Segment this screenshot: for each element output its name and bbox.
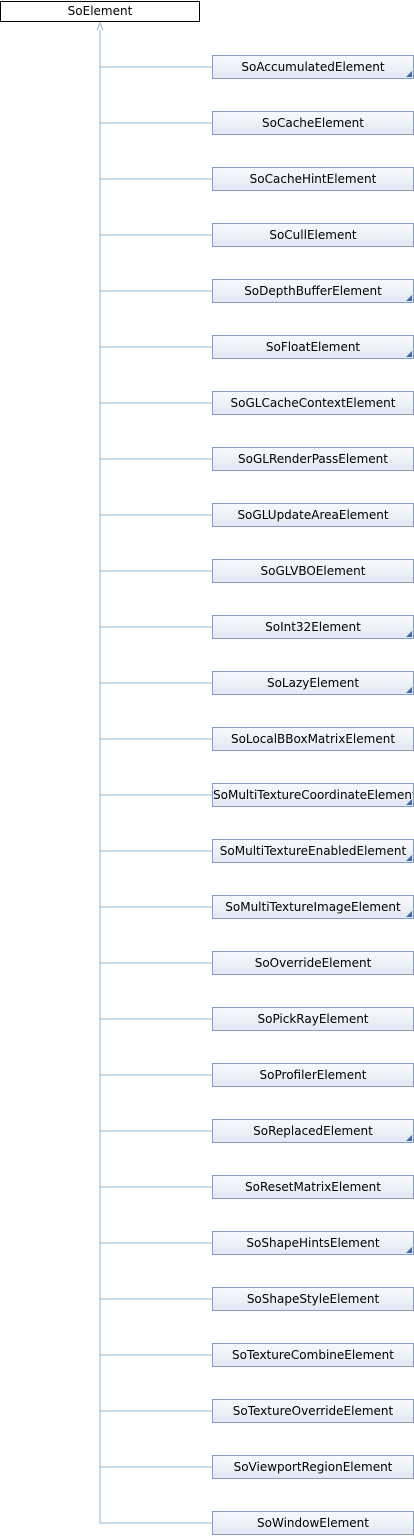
class-node-so-cache-element[interactable]: SoCacheElement (212, 111, 414, 135)
class-node-so-window-element[interactable]: SoWindowElement (212, 1511, 414, 1535)
class-node-label: SoCacheHintElement (249, 172, 377, 186)
class-node-so-float-element[interactable]: SoFloatElement (212, 335, 414, 359)
expand-corner-icon (406, 351, 412, 357)
class-node-label: SoAccumulatedElement (241, 60, 385, 74)
expand-corner-icon (406, 71, 412, 77)
class-node-so-multi-texture-image-element[interactable]: SoMultiTextureImageElement (212, 895, 414, 919)
class-node-so-multi-texture-enabled-element[interactable]: SoMultiTextureEnabledElement (212, 839, 414, 863)
class-node-so-reset-matrix-element[interactable]: SoResetMatrixElement (212, 1175, 414, 1199)
class-node-label: SoGLUpdateAreaElement (237, 508, 389, 522)
expand-corner-icon (406, 911, 412, 917)
class-node-so-int32-element[interactable]: SoInt32Element (212, 615, 414, 639)
class-node-so-viewport-region-element[interactable]: SoViewportRegionElement (212, 1455, 414, 1479)
class-node-so-glvboelement[interactable]: SoGLVBOElement (212, 559, 414, 583)
expand-corner-icon (406, 295, 412, 301)
class-node-so-accumulated-element[interactable]: SoAccumulatedElement (212, 55, 414, 79)
class-node-label: SoCacheElement (262, 116, 364, 130)
class-node-so-replaced-element[interactable]: SoReplacedElement (212, 1119, 414, 1143)
class-node-label: SoTextureOverrideElement (232, 1404, 394, 1418)
expand-corner-icon (406, 1135, 412, 1141)
class-node-label: SoFloatElement (265, 340, 361, 354)
class-node-label: SoMultiTextureCoordinateElement (213, 788, 414, 802)
class-node-so-lazy-element[interactable]: SoLazyElement (212, 671, 414, 695)
class-node-label: SoReplacedElement (253, 1124, 373, 1138)
class-node-label: SoMultiTextureEnabledElement (219, 844, 407, 858)
expand-corner-icon (406, 799, 412, 805)
class-node-so-shape-hints-element[interactable]: SoShapeHintsElement (212, 1231, 414, 1255)
inheritance-arrowhead (96, 21, 104, 31)
class-node-label: SoProfilerElement (259, 1068, 367, 1082)
class-node-label: SoTextureCombineElement (232, 1348, 394, 1362)
class-node-so-multi-texture-coordinate-element[interactable]: SoMultiTextureCoordinateElement (212, 783, 414, 807)
class-node-label: SoShapeHintsElement (246, 1236, 380, 1250)
class-node-so-glupdate-area-element[interactable]: SoGLUpdateAreaElement (212, 503, 414, 527)
class-node-so-glrender-pass-element[interactable]: SoGLRenderPassElement (212, 447, 414, 471)
class-node-label: SoShapeStyleElement (246, 1292, 380, 1306)
class-node-so-shape-style-element[interactable]: SoShapeStyleElement (212, 1287, 414, 1311)
class-node-so-pick-ray-element[interactable]: SoPickRayElement (212, 1007, 414, 1031)
class-node-label: SoInt32Element (265, 620, 361, 634)
class-node-label: SoGLCacheContextElement (230, 396, 396, 410)
class-node-so-texture-combine-element[interactable]: SoTextureCombineElement (212, 1343, 414, 1367)
class-node-label: SoWindowElement (257, 1516, 369, 1530)
class-node-label: SoLocalBBoxMatrixElement (230, 732, 396, 746)
class-node-so-local-bbox-matrix-element[interactable]: SoLocalBBoxMatrixElement (212, 727, 414, 751)
class-node-label: SoViewportRegionElement (233, 1460, 393, 1474)
class-node-so-glcache-context-element[interactable]: SoGLCacheContextElement (212, 391, 414, 415)
root-class-node[interactable]: SoElement (0, 1, 200, 22)
expand-corner-icon (406, 687, 412, 693)
class-node-label: SoGLRenderPassElement (238, 452, 388, 466)
class-node-label: SoGLVBOElement (260, 564, 366, 578)
class-node-label: SoPickRayElement (257, 1012, 369, 1026)
class-node-label: SoDepthBufferElement (244, 284, 382, 298)
expand-corner-icon (406, 855, 412, 861)
class-node-so-profiler-element[interactable]: SoProfilerElement (212, 1063, 414, 1087)
class-node-so-depth-buffer-element[interactable]: SoDepthBufferElement (212, 279, 414, 303)
class-node-label: SoOverrideElement (254, 956, 372, 970)
class-node-label: SoCullElement (269, 228, 357, 242)
expand-corner-icon (406, 1247, 412, 1253)
class-node-label: SoLazyElement (266, 676, 360, 690)
class-node-label: SoResetMatrixElement (245, 1180, 381, 1194)
class-node-so-cull-element[interactable]: SoCullElement (212, 223, 414, 247)
class-node-label: SoMultiTextureImageElement (225, 900, 401, 914)
expand-corner-icon (406, 631, 412, 637)
class-node-so-cache-hint-element[interactable]: SoCacheHintElement (212, 167, 414, 191)
class-node-so-texture-override-element[interactable]: SoTextureOverrideElement (212, 1399, 414, 1423)
class-node-so-override-element[interactable]: SoOverrideElement (212, 951, 414, 975)
